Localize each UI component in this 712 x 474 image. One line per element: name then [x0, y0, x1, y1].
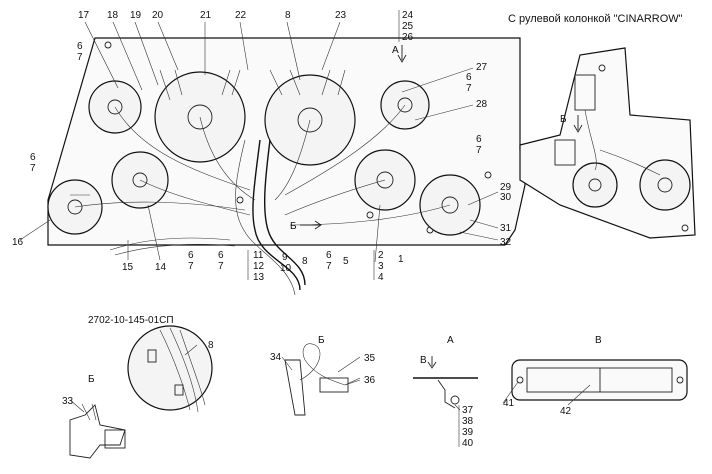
callout-3: 3 [378, 261, 384, 272]
callout-8-top: 8 [285, 10, 291, 21]
variant-label: С рулевой колонкой "CINARROW" [508, 13, 683, 25]
drawing-number: 2702-10-145-01СП [88, 315, 174, 326]
callout-16: 16 [12, 237, 24, 248]
callout-1: 1 [398, 254, 404, 265]
callout-7-f: 7 [218, 261, 224, 272]
callout-41: 41 [503, 398, 515, 409]
callout-6-c: 6 [476, 134, 482, 145]
callout-8-bottom: 8 [302, 256, 308, 267]
callout-30: 30 [500, 192, 512, 203]
callout-18: 18 [107, 10, 119, 21]
callout-6-f: 6 [218, 250, 224, 261]
view-label-b-center: Б [318, 335, 325, 346]
view-label-b-right: Б [560, 114, 567, 125]
callout-5: 5 [343, 256, 349, 267]
callout-42: 42 [560, 406, 572, 417]
callout-6-e: 6 [188, 250, 194, 261]
callout-33: 33 [62, 396, 74, 407]
callout-7-a: 7 [77, 52, 83, 63]
callout-27: 27 [476, 62, 488, 73]
callout-24: 24 [402, 10, 414, 21]
callout-6-g: 6 [326, 250, 332, 261]
detail-b-lower [69, 403, 126, 459]
callout-31: 31 [500, 223, 512, 234]
callout-22: 22 [235, 10, 247, 21]
callout-7-b: 7 [466, 83, 472, 94]
callout-2: 2 [378, 250, 384, 261]
callout-17: 17 [78, 10, 90, 21]
view-label-v-arrow: В [420, 355, 427, 366]
arrow-down-icon [397, 45, 407, 63]
view-label-a-main: А [392, 45, 399, 56]
wiring-harness [74, 69, 451, 296]
callout-29: 29 [500, 182, 512, 193]
view-arrows [300, 45, 583, 369]
callout-7-g: 7 [326, 261, 332, 272]
callout-7-e: 7 [188, 261, 194, 272]
callout-15: 15 [122, 262, 134, 273]
detail-v [511, 359, 688, 401]
callout-20: 20 [152, 10, 164, 21]
callout-34: 34 [270, 352, 282, 363]
callout-9: 9 [282, 252, 288, 263]
arrow-down-icon [427, 356, 437, 369]
gauge-icon [127, 325, 213, 411]
cinarrow-variant-panel [519, 47, 696, 239]
callout-23: 23 [335, 10, 347, 21]
callout-4: 4 [378, 272, 384, 283]
callout-14: 14 [155, 262, 167, 273]
view-label-b-main: Б [290, 221, 297, 232]
callout-21: 21 [200, 10, 212, 21]
callout-6-b: 6 [466, 72, 472, 83]
view-label-b-lower: Б [88, 374, 95, 385]
detail-8 [127, 325, 213, 413]
arrow-down-icon [573, 115, 583, 133]
view-label-a-detail: А [447, 335, 454, 346]
callout-26: 26 [402, 32, 414, 43]
callout-6-d: 6 [30, 152, 36, 163]
callout-11: 11 [253, 250, 264, 261]
callout-19: 19 [130, 10, 142, 21]
gauge-icon [639, 159, 691, 211]
callout-39: 39 [462, 427, 474, 438]
callout-13: 13 [253, 272, 265, 283]
callout-6-a: 6 [77, 41, 83, 52]
callout-12: 12 [253, 261, 265, 272]
callout-28: 28 [476, 99, 488, 110]
callout-25: 25 [402, 21, 414, 32]
callout-38: 38 [462, 416, 474, 427]
callout-7-c: 7 [476, 145, 482, 156]
callout-32: 32 [500, 237, 512, 248]
detail-b-center [284, 343, 361, 416]
gauge-icon [572, 162, 618, 208]
callout-40: 40 [462, 438, 474, 449]
callout-8-detail: 8 [208, 340, 214, 351]
callout-10: 10 [280, 263, 292, 274]
leader-lines [19, 21, 591, 413]
callout-36: 36 [364, 375, 376, 386]
callout-7-d: 7 [30, 163, 36, 174]
detail-a [413, 377, 478, 409]
view-label-v-detail: В [595, 335, 602, 346]
callout-35: 35 [364, 353, 376, 364]
callout-37: 37 [462, 405, 474, 416]
